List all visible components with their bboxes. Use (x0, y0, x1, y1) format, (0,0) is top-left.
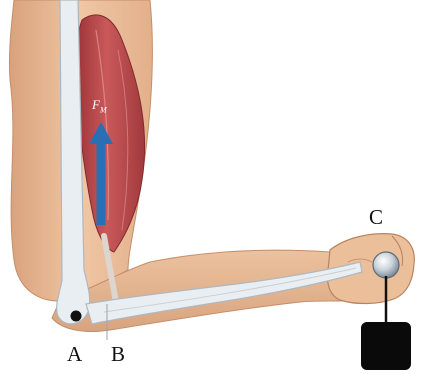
ball-c (373, 252, 399, 278)
weight-block (361, 322, 411, 370)
point-label-b: B (111, 344, 125, 365)
point-label-c: C (369, 207, 383, 228)
force-label: FM (92, 98, 107, 115)
point-label-a: A (67, 344, 82, 365)
joint-a-point (71, 311, 82, 322)
